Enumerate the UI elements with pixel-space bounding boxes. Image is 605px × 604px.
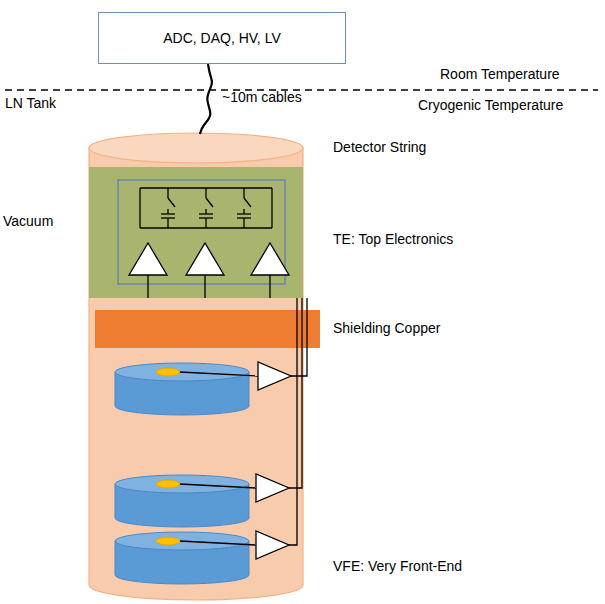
node-label: ADC, DAQ, HV, LV [163, 30, 280, 47]
detector-string-cylinder: Detector StringTE: Top ElectronicsShield… [89, 133, 303, 600]
system-box: ADC, DAQ, HV, LV [98, 12, 346, 64]
node-label: TE: Top Electronics [333, 231, 453, 248]
top-electronics-panel-fill [89, 167, 303, 298]
cable-label: ~10m cables [222, 89, 302, 106]
node-label: Shielding Copper [333, 320, 440, 337]
node-label: Detector String [333, 139, 426, 156]
top-electronics-panel: TE: Top Electronics [89, 167, 303, 298]
cylinder-outline [89, 133, 303, 600]
annotation-label: Cryogenic Temperature [418, 97, 563, 114]
shielding-copper-plate-fill [95, 310, 320, 348]
cable-connector [200, 64, 212, 134]
annotation-label: LN Tank [5, 95, 56, 112]
shielding-copper-plate: Shielding Copper [95, 310, 320, 348]
annotation-label: VFE: Very Front-End [333, 558, 462, 575]
annotation-label: Room Temperature [440, 66, 560, 83]
annotation-label: Vacuum [3, 213, 53, 230]
